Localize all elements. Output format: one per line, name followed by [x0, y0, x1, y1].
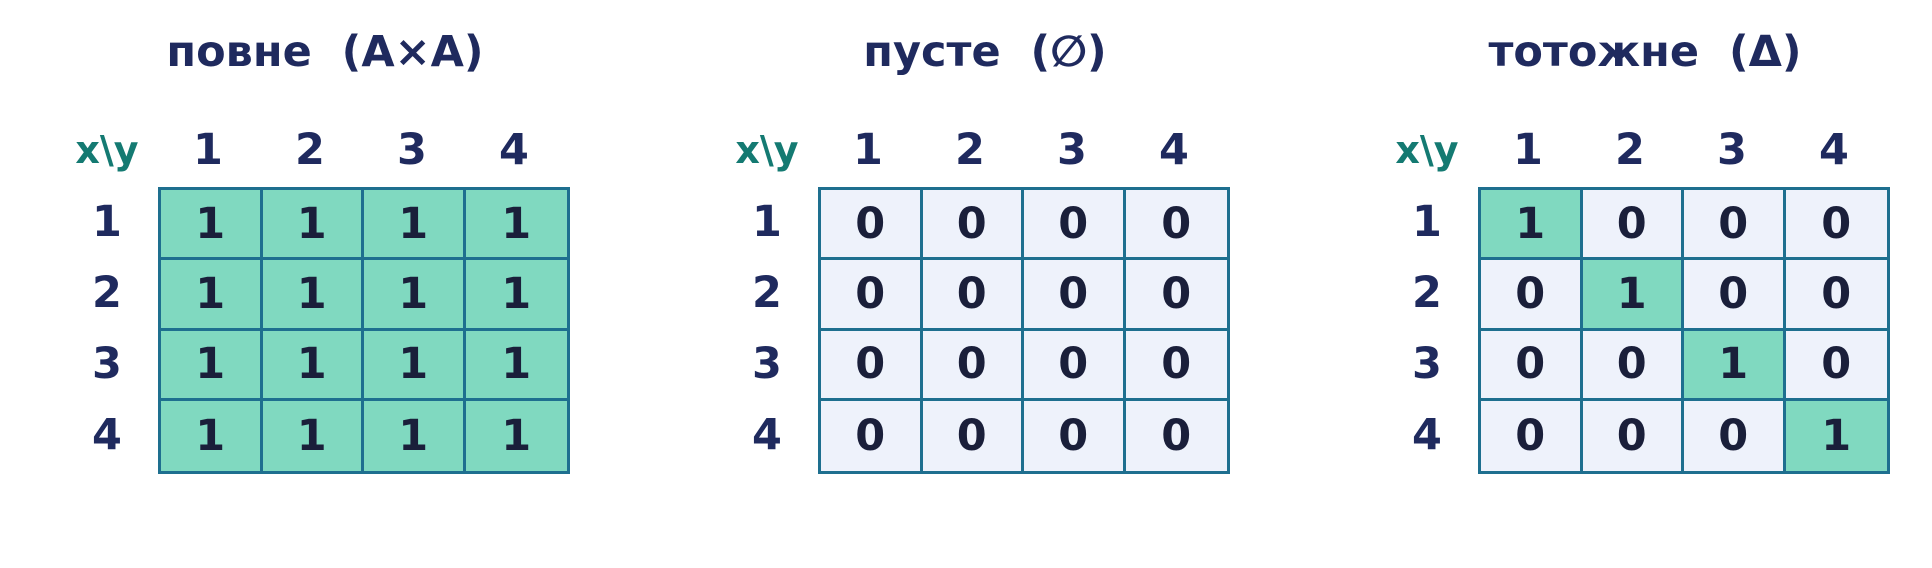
row-header: 3 — [752, 339, 782, 389]
row-header: 2 — [92, 268, 122, 318]
panel-title: тотожне (Δ) — [1488, 27, 1802, 77]
matrix-cell: 1 — [465, 330, 567, 401]
column-header: 4 — [499, 125, 529, 175]
matrix-cell: 0 — [1024, 190, 1126, 261]
row-header: 4 — [1412, 410, 1442, 460]
matrix-cell: 0 — [1481, 260, 1583, 331]
matrix-cell: 1 — [465, 400, 567, 471]
matrix-cell: 0 — [1785, 260, 1887, 331]
column-header: 3 — [1717, 125, 1747, 175]
column-header: 2 — [1615, 125, 1645, 175]
matrix-cell: 1 — [161, 400, 263, 471]
row-header: 3 — [92, 339, 122, 389]
matrix-cell: 1 — [262, 260, 364, 331]
column-header: 3 — [397, 125, 427, 175]
matrix-cell: 0 — [1582, 330, 1684, 401]
matrix-cell: 1 — [364, 400, 466, 471]
matrix-cell: 0 — [1684, 260, 1786, 331]
matrix-cell: 0 — [1125, 260, 1227, 331]
matrix-cell: 0 — [1125, 330, 1227, 401]
panel-title: пусте (∅) — [863, 27, 1107, 77]
matrix-cell: 0 — [821, 330, 923, 401]
matrix-cell: 1 — [262, 190, 364, 261]
row-header: 3 — [1412, 339, 1442, 389]
row-header: 2 — [752, 268, 782, 318]
matrix-cell: 0 — [922, 260, 1024, 331]
matrix-cell: 0 — [1024, 400, 1126, 471]
row-header: 1 — [1412, 197, 1442, 247]
matrix-cell: 1 — [1582, 260, 1684, 331]
matrix-cell: 1 — [465, 260, 567, 331]
matrix-cell: 1 — [161, 330, 263, 401]
matrix-cell: 1 — [161, 260, 263, 331]
column-header: 3 — [1057, 125, 1087, 175]
matrix-cell: 1 — [364, 260, 466, 331]
matrix-cell: 0 — [1785, 190, 1887, 261]
column-header: 1 — [193, 125, 223, 175]
matrix-cell: 0 — [1785, 330, 1887, 401]
matrix-cell: 0 — [821, 190, 923, 261]
corner-label: x\y — [1395, 128, 1459, 172]
corner-label: x\y — [75, 128, 139, 172]
panel-title: повне (A×A) — [166, 27, 484, 77]
matrix-cell: 0 — [922, 330, 1024, 401]
matrix-cell: 0 — [1582, 190, 1684, 261]
matrix-cell: 1 — [465, 190, 567, 261]
row-header: 2 — [1412, 268, 1442, 318]
matrix-cell: 1 — [1684, 330, 1786, 401]
matrix-cell: 0 — [1024, 260, 1126, 331]
matrix-cell: 0 — [1481, 400, 1583, 471]
row-header: 4 — [752, 410, 782, 460]
column-header: 1 — [853, 125, 883, 175]
row-header: 4 — [92, 410, 122, 460]
matrix-cell: 0 — [821, 400, 923, 471]
column-header: 2 — [955, 125, 985, 175]
matrix-cell: 1 — [364, 190, 466, 261]
matrix-cell: 1 — [161, 190, 263, 261]
column-header: 2 — [295, 125, 325, 175]
row-header: 1 — [92, 197, 122, 247]
matrix-cell: 0 — [922, 400, 1024, 471]
matrix-cell: 0 — [922, 190, 1024, 261]
matrix-cell: 0 — [821, 260, 923, 331]
matrix-cell: 1 — [262, 400, 364, 471]
matrix-cell: 1 — [1785, 400, 1887, 471]
row-header: 1 — [752, 197, 782, 247]
matrix-cell: 0 — [1024, 330, 1126, 401]
matrix-cell: 1 — [364, 330, 466, 401]
column-header: 4 — [1819, 125, 1849, 175]
matrix-cell: 0 — [1481, 330, 1583, 401]
matrix-cell: 0 — [1125, 400, 1227, 471]
matrix-cell: 0 — [1582, 400, 1684, 471]
column-header: 1 — [1513, 125, 1543, 175]
corner-label: x\y — [735, 128, 799, 172]
matrix-cell: 1 — [262, 330, 364, 401]
matrix-cell: 0 — [1684, 190, 1786, 261]
matrix-cell: 1 — [1481, 190, 1583, 261]
matrix-cell: 0 — [1125, 190, 1227, 261]
column-header: 4 — [1159, 125, 1189, 175]
matrix-cell: 0 — [1684, 400, 1786, 471]
